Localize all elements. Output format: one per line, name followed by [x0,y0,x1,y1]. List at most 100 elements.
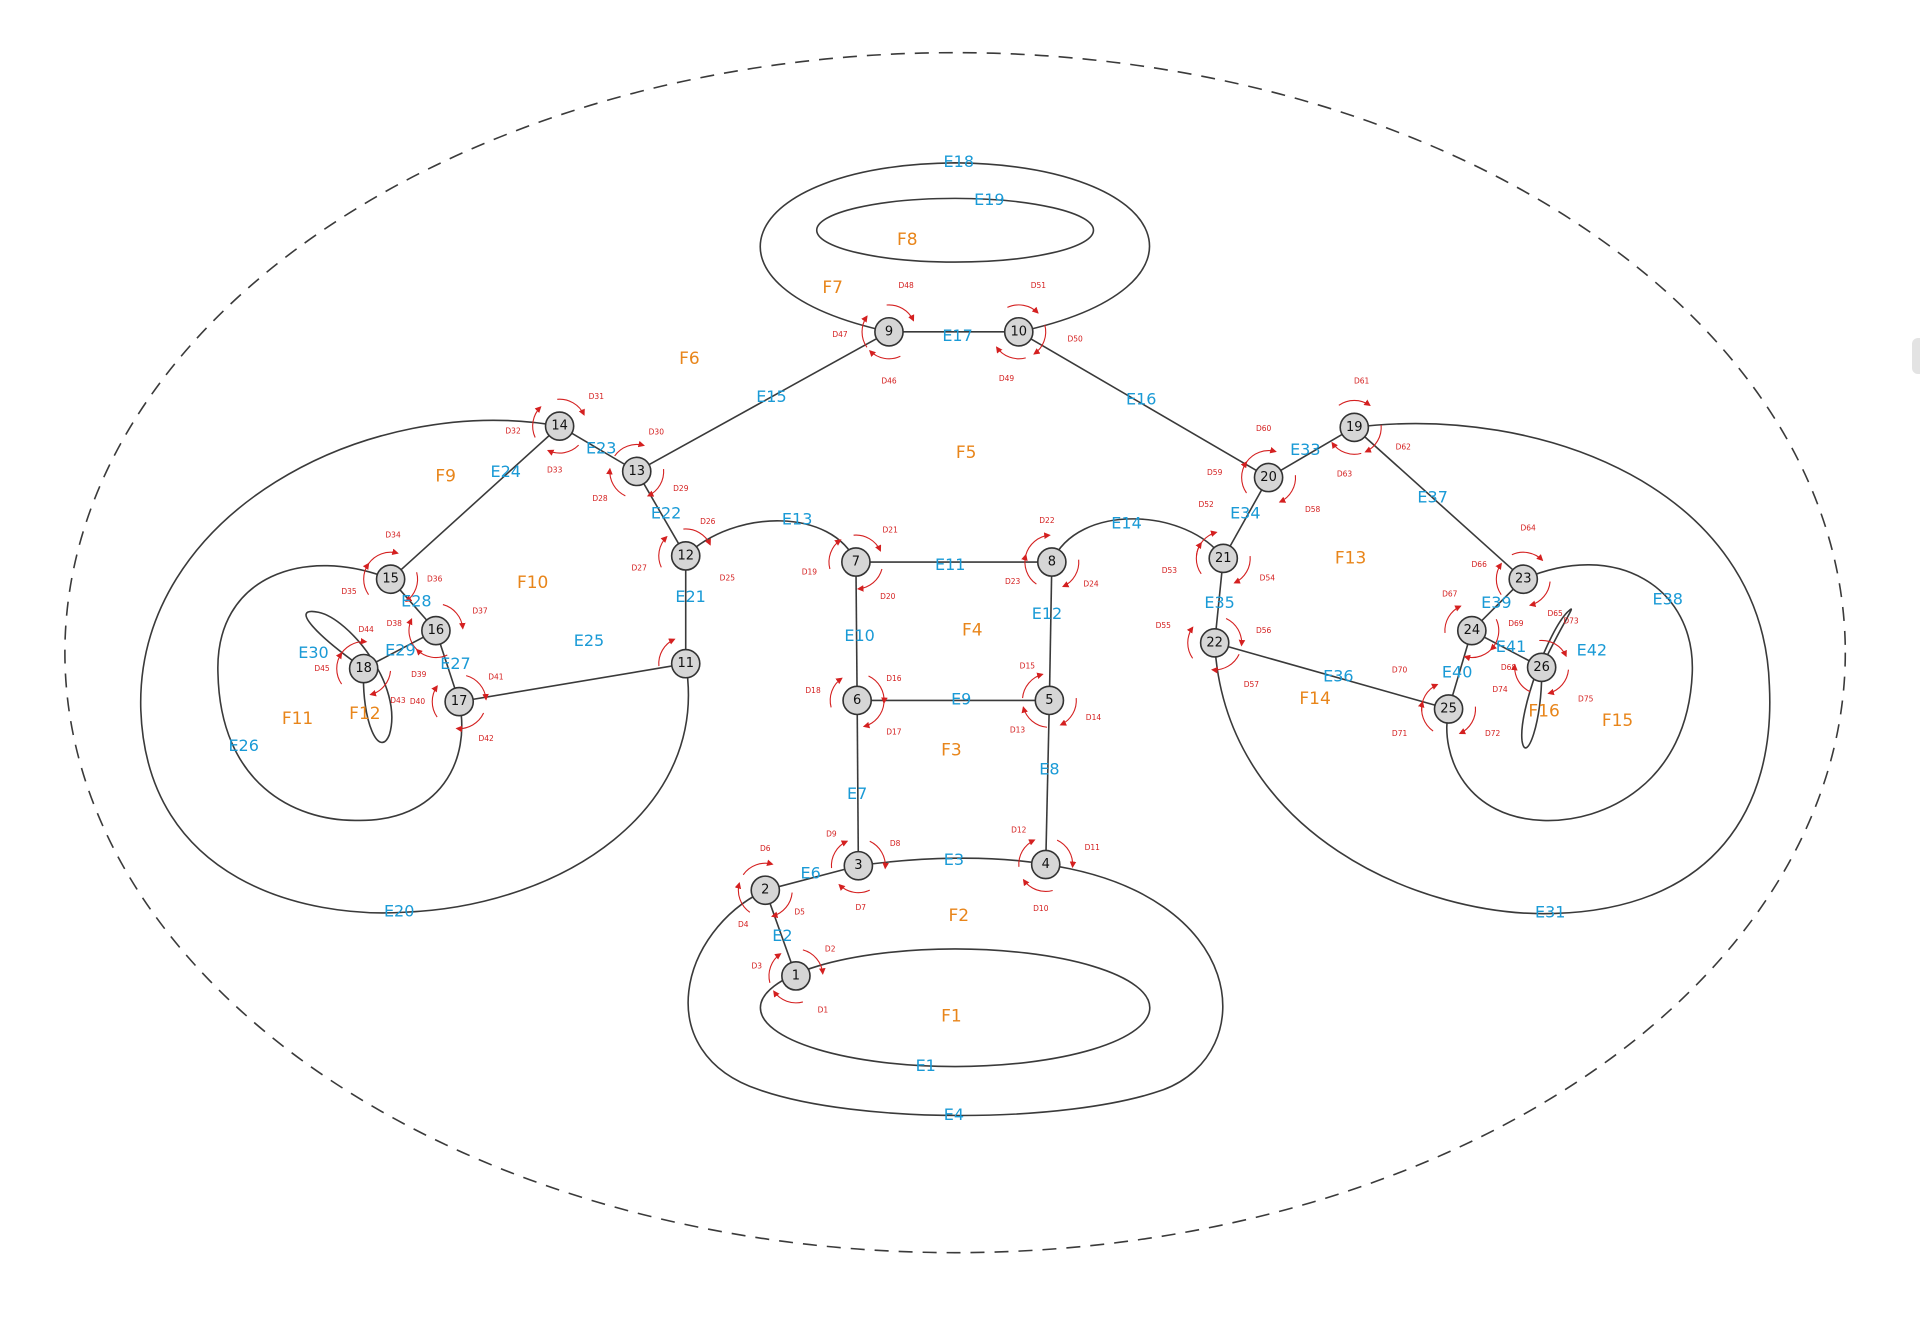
dart-arc [1022,672,1044,699]
node-4[interactable]: 4 [1030,849,1061,880]
node-16[interactable]: 16 [421,615,451,646]
dart-arc [1022,878,1053,892]
edge-e15 [636,331,890,473]
node-26[interactable]: 26 [1526,652,1557,683]
node-label: 1 [792,968,800,983]
node-14[interactable]: 14 [544,411,575,442]
node-23[interactable]: 23 [1508,564,1539,595]
node-17[interactable]: 17 [444,686,475,717]
face-label-f4: F4 [962,621,983,641]
dart-arc [1056,839,1077,869]
edge-label-e26: E26 [228,736,258,755]
node-label: 26 [1533,660,1550,675]
dart-arc [404,572,419,603]
dart-arc [1195,541,1202,575]
edge-e7 [856,700,860,866]
node-6[interactable]: 6 [842,685,873,716]
node-7[interactable]: 7 [841,547,871,577]
dart-label: D39 [411,670,427,679]
node-25[interactable]: 25 [1433,694,1464,724]
node-circle [621,456,652,487]
node-label: 9 [885,324,893,339]
dart-label: D54 [1260,573,1276,582]
dart-label: D60 [1256,424,1272,433]
edge-label-e17: E17 [942,326,972,345]
node-circle [375,564,406,595]
dart-arc [683,528,711,546]
dart-label: D63 [1337,469,1353,478]
face-label-f8: F8 [897,230,918,250]
dart-arc [406,618,418,651]
edge-e42 [1521,608,1573,749]
dart-label: D53 [1162,566,1178,575]
node-12[interactable]: 12 [670,541,701,571]
node-circle [421,615,451,646]
dart-label: D7 [856,903,867,912]
node-1[interactable]: 1 [781,961,811,991]
edge-label-e24: E24 [490,462,520,481]
dart-label: D4 [738,920,749,929]
edge-label-e37: E37 [1417,488,1447,507]
node-20[interactable]: 20 [1253,462,1284,493]
node-10[interactable]: 10 [1003,316,1034,347]
edge-e2 [764,889,797,977]
node-circle [1508,564,1539,595]
edge-label-e39: E39 [1481,593,1511,612]
edge-label-e28: E28 [401,592,431,611]
node-11[interactable]: 11 [670,648,701,679]
dart-arc [1021,553,1037,585]
node-label: 12 [677,548,694,563]
dart-label: D37 [472,607,488,616]
edge-label-e15: E15 [756,387,786,406]
face-label-f13: F13 [1335,548,1366,568]
edge-label-e19: E19 [974,190,1004,209]
dart-arc [838,883,870,894]
node-3[interactable]: 3 [843,850,874,881]
dart-label: D71 [1392,729,1408,738]
dart-arc [742,859,774,876]
node-9[interactable]: 9 [874,316,904,347]
dart-arc [1547,669,1570,696]
dart-label: D24 [1083,580,1099,589]
dart-label: D68 [1501,663,1517,672]
node-circle [842,685,873,716]
node-circle [750,875,781,906]
node-label: 25 [1440,701,1457,716]
dart-arc [802,949,826,975]
node-circle [1253,462,1284,493]
dart-arc [1364,424,1382,453]
node-label: 23 [1515,572,1532,587]
edge-e4 [687,863,1224,1117]
node-5[interactable]: 5 [1034,685,1065,716]
node-label: 14 [551,419,568,434]
side-panel-handle[interactable] [1912,338,1920,374]
node-label: 3 [854,858,862,873]
node-22[interactable]: 22 [1199,627,1230,658]
dart-label: D3 [751,962,762,971]
node-label: 7 [852,555,860,570]
edge-e14 [1051,518,1224,563]
edge-label-e41: E41 [1496,637,1526,656]
dart-arc [369,670,392,697]
node-24[interactable]: 24 [1456,615,1487,646]
dart-arc [1417,700,1434,732]
edge-e18 [759,162,1151,333]
dart-arc [1021,706,1048,728]
dart-arc [1528,581,1551,608]
dart-label: D18 [805,686,821,695]
node-18[interactable]: 18 [348,653,379,684]
node-15[interactable]: 15 [375,564,406,595]
node-19[interactable]: 19 [1339,412,1370,443]
face-label-f15: F15 [1602,711,1633,731]
dart-label: D9 [826,829,837,838]
node-21[interactable]: 21 [1208,543,1239,574]
node-2[interactable]: 2 [750,875,781,906]
dart-arc [1511,551,1544,562]
node-circle [1208,543,1239,574]
dart-label: D30 [649,428,665,437]
node-8[interactable]: 8 [1036,547,1067,577]
node-13[interactable]: 13 [621,456,652,487]
dart-label: D72 [1485,729,1501,738]
